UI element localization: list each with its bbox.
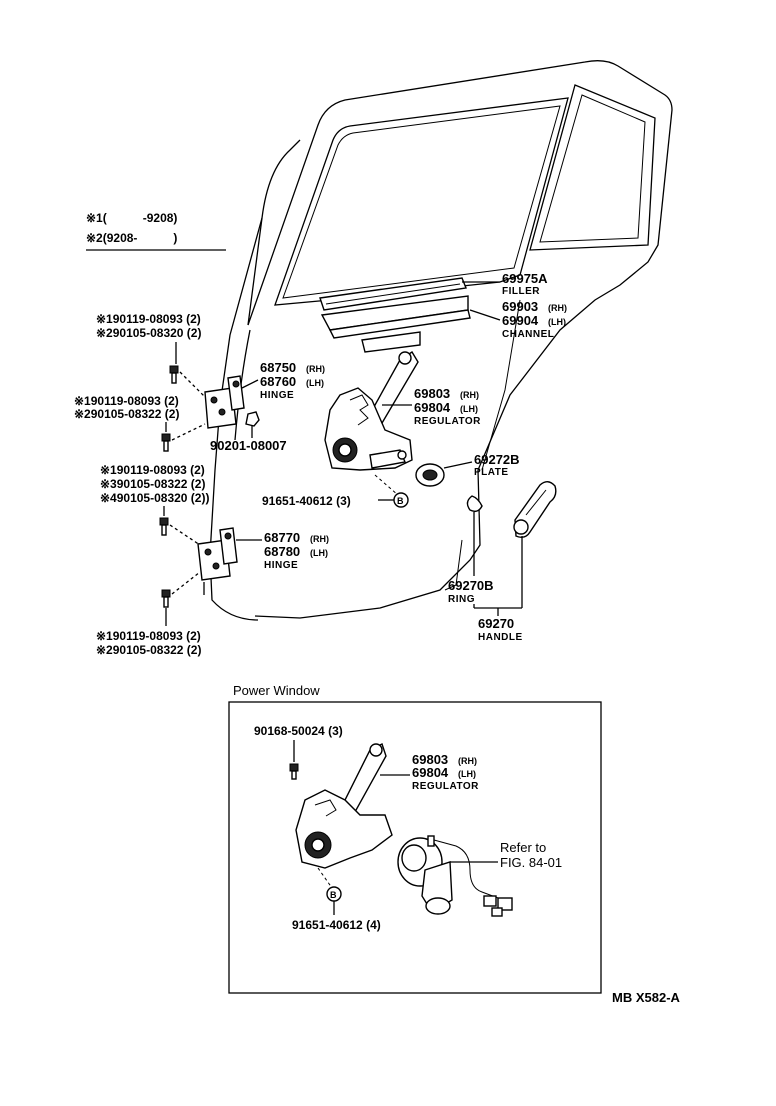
lower-hinge-rh-side: (RH) xyxy=(310,534,329,544)
upper-hinge-lh-side: (LH) xyxy=(306,378,324,388)
pw-screw-top-number: 90168-50024 (3) xyxy=(254,724,343,738)
screw-dashed-leader xyxy=(374,474,399,496)
bolt-c-line2: ※390105-08322 (2) xyxy=(100,477,205,491)
ring-part xyxy=(466,495,483,513)
channel-lh-side: (LH) xyxy=(548,317,566,327)
power-window-title: Power Window xyxy=(233,683,320,698)
channel-lh-number: 69904 xyxy=(502,313,539,328)
bolt-lower-c xyxy=(159,517,169,536)
bolt-c-line1: ※190119-08093 (2) xyxy=(100,463,205,477)
bolt-upper-b xyxy=(161,433,171,452)
plate-part xyxy=(415,463,445,487)
bolt-d-line1: ※190119-08093 (2) xyxy=(96,629,201,643)
channel-rh-side: (RH) xyxy=(548,303,567,313)
upper-hinge xyxy=(204,375,245,429)
pw-regulator-rh-number: 69803 xyxy=(412,752,448,767)
pw-refer-line2: FIG. 84-01 xyxy=(500,855,562,870)
bolt-d-line2: ※290105-08322 (2) xyxy=(96,643,201,657)
pw-regulator-lh-number: 69804 xyxy=(412,765,449,780)
plate-number: 69272B xyxy=(474,452,520,467)
lower-hinge-lh-number: 68780 xyxy=(264,544,300,559)
manual-regulator xyxy=(324,351,419,471)
bolt-b-line2: ※290105-08322 (2) xyxy=(74,407,179,421)
pw-regulator-rh-side: (RH) xyxy=(458,756,477,766)
channel-rh-number: 69903 xyxy=(502,299,538,314)
nut-part xyxy=(245,411,260,427)
filler-strip xyxy=(319,277,467,311)
lower-hinge-rh-number: 68770 xyxy=(264,530,300,545)
plate-name: PLATE xyxy=(474,467,509,478)
channel-strip xyxy=(320,295,471,353)
regulator-lh-side: (LH) xyxy=(460,404,478,414)
plate-leader xyxy=(443,461,473,469)
pw-screw-top xyxy=(289,763,299,780)
handle-part xyxy=(513,481,557,539)
pw-screw-bottom-number: 91651-40612 (4) xyxy=(292,918,381,932)
upper-hinge-name: HINGE xyxy=(260,390,294,401)
handle-name: HANDLE xyxy=(478,632,523,643)
circle-b-text: B xyxy=(397,496,404,506)
pw-screw-dashed-leader xyxy=(317,867,333,889)
regulator-name: REGULATOR xyxy=(414,416,481,427)
bolt-b-line1: ※190119-08093 (2) xyxy=(74,394,179,408)
screw-number: 91651-40612 (3) xyxy=(262,494,351,508)
regulator-rh-side: (RH) xyxy=(460,390,479,400)
power-window-box xyxy=(228,701,602,994)
bolt-c-line3: ※490105-08320 (2)) xyxy=(100,491,209,505)
pw-refer-line1: Refer to xyxy=(500,840,546,855)
bolt-a-line1: ※190119-08093 (2) xyxy=(96,312,201,326)
filler-name: FILLER xyxy=(502,286,540,297)
pw-circle-b-text: B xyxy=(330,890,337,900)
channel-name: CHANNEL xyxy=(502,329,554,340)
upper-hinge-leader xyxy=(241,379,259,389)
door-outline xyxy=(209,60,673,621)
upper-hinge-rh-number: 68750 xyxy=(260,360,296,375)
circle-b-marker xyxy=(393,492,409,508)
figure-code: MB X582-A xyxy=(612,990,681,1005)
lower-hinge xyxy=(197,527,238,595)
lower-hinge-name: HINGE xyxy=(264,560,298,571)
pw-regulator-lh-side: (LH) xyxy=(458,769,476,779)
upper-hinge-lh-number: 68760 xyxy=(260,374,296,389)
ring-name: RING xyxy=(448,594,475,605)
regulator-lh-number: 69804 xyxy=(414,400,451,415)
legend-line-2: ※2(9208- ) xyxy=(86,231,177,245)
pw-motor xyxy=(397,835,513,917)
regulator-rh-number: 69803 xyxy=(414,386,450,401)
bolt-upper-a xyxy=(169,365,179,384)
channel-leader xyxy=(469,309,501,321)
handle-number: 69270 xyxy=(478,616,514,631)
ring-number: 69270B xyxy=(448,578,494,593)
nut-number: 90201-08007 xyxy=(210,438,287,453)
bolt-lower-d xyxy=(161,589,171,608)
upper-hinge-rh-side: (RH) xyxy=(306,364,325,374)
legend-line-1: ※1( -9208) xyxy=(86,211,177,225)
lower-hinge-lh-side: (LH) xyxy=(310,548,328,558)
bolt-a-line2: ※290105-08320 (2) xyxy=(96,326,201,340)
pw-regulator xyxy=(295,743,393,869)
filler-number: 69975A xyxy=(502,271,548,286)
pw-regulator-name: REGULATOR xyxy=(412,781,479,792)
